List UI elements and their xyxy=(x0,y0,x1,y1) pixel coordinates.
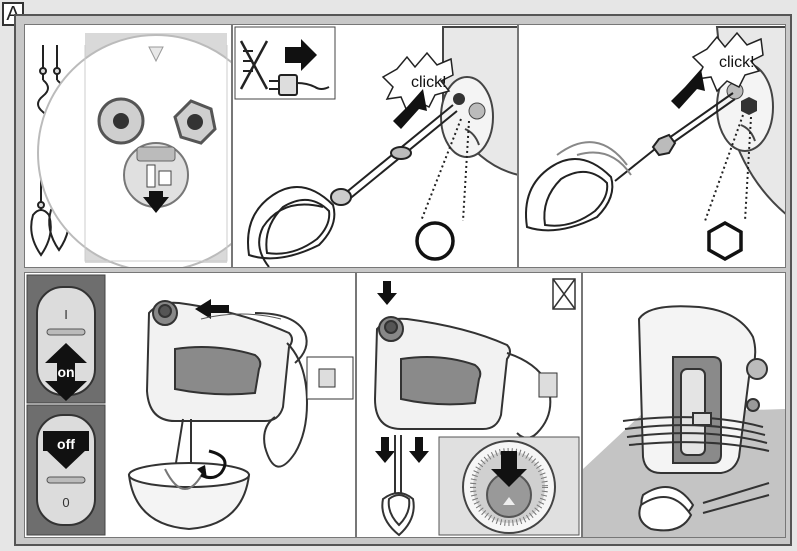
rotation-arrow-icon xyxy=(200,449,227,480)
unplugged-icon xyxy=(552,278,576,310)
instruction-frame: click! xyxy=(14,14,792,546)
switch-position-0: 0 xyxy=(62,495,69,510)
panel-insert-second-beater: click! xyxy=(518,24,786,268)
switch-on-label[interactable]: on xyxy=(57,364,74,380)
accessories-socket-illustration xyxy=(30,33,231,267)
plug-icon xyxy=(239,40,330,96)
beater-icon xyxy=(247,104,458,267)
press-arrow-icon xyxy=(377,281,397,305)
up-arrow-icon xyxy=(45,343,87,373)
right-arrow-icon xyxy=(285,39,317,71)
down-arrow-icon xyxy=(45,373,87,401)
off-arrow-icon xyxy=(45,439,87,469)
panel-eject-beaters xyxy=(356,272,582,538)
insert-second-beater-illustration: click! xyxy=(525,26,785,262)
insert-arrow-icon-2 xyxy=(671,69,705,109)
hand-mixer-icon xyxy=(145,300,308,422)
insert-beater-illustration: click! xyxy=(234,26,517,267)
panel-storage xyxy=(582,272,786,538)
click-text-1: click! xyxy=(411,74,447,91)
switch-off-label[interactable]: off xyxy=(57,436,75,452)
switch-position-1: I xyxy=(64,307,68,322)
click-text-2: click! xyxy=(719,54,755,71)
storage-illustration xyxy=(583,305,785,537)
slide-arrow-icon xyxy=(195,299,229,319)
alignment-arrow-icon xyxy=(148,46,164,63)
stored-beaters-icon xyxy=(638,482,770,532)
panel-insert-beater: click! xyxy=(232,24,518,268)
plug-icon-2 xyxy=(538,372,558,398)
eject-arrow-icon xyxy=(491,451,527,487)
round-shape-icon xyxy=(415,221,455,261)
panel-switch-on-off: I on off 0 xyxy=(24,272,356,538)
down-arrow-icon xyxy=(143,197,169,213)
eject-beaters-illustration xyxy=(373,278,580,537)
power-cord xyxy=(263,342,309,468)
beaters-eject-icon xyxy=(375,435,429,537)
switch-mixing-illustration: I on off 0 xyxy=(26,274,354,536)
wrapped-cord-icon xyxy=(622,412,770,452)
hex-shape-icon xyxy=(707,220,743,262)
click-bubble xyxy=(381,51,454,113)
hand-mixer-icon-2 xyxy=(373,316,511,430)
beater-pair-icon xyxy=(525,92,736,232)
insert-arrow-icon xyxy=(393,89,427,129)
panel-accessories-socket xyxy=(24,24,232,268)
